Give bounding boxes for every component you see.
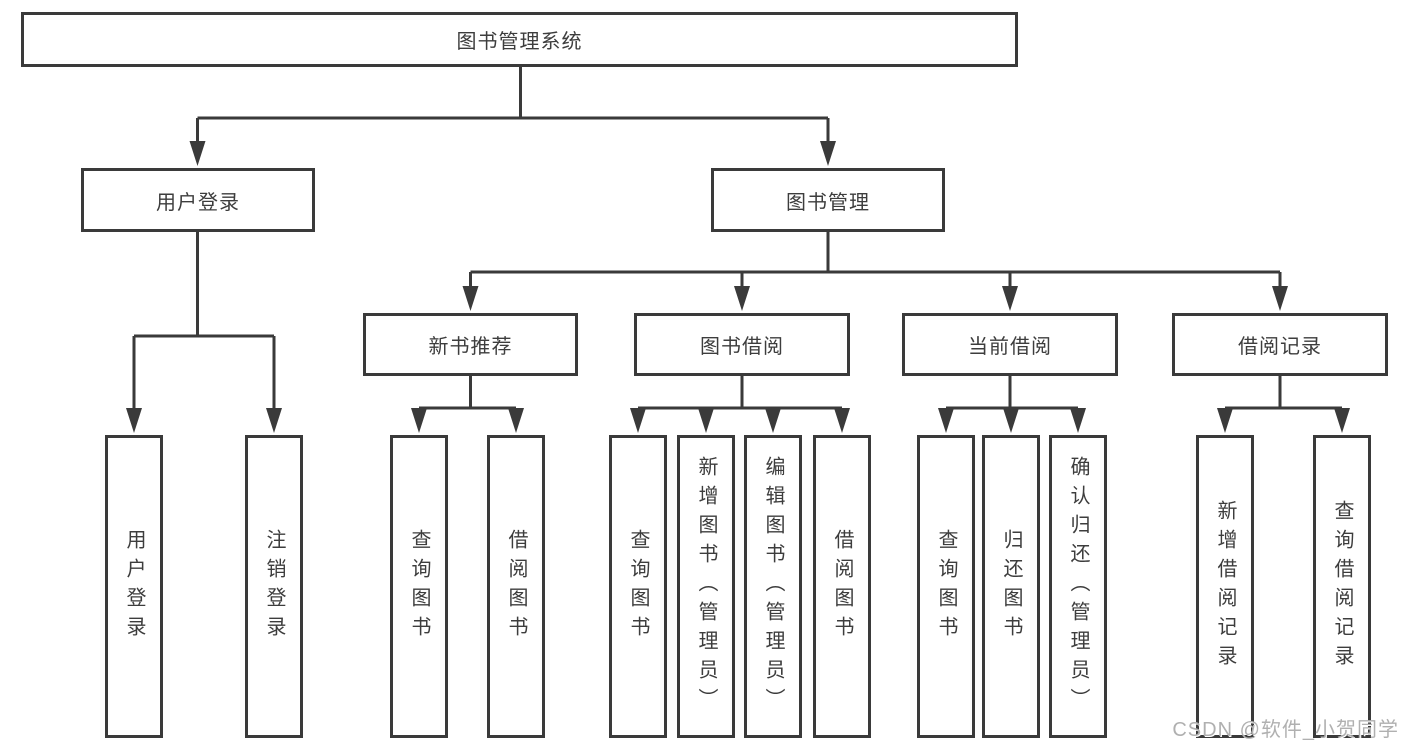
- node-borrowing-records: 借阅记录: [1172, 313, 1388, 376]
- leaf-add-borrow-record: 新增借阅记录: [1196, 435, 1254, 738]
- node-book-borrowing: 图书借阅: [634, 313, 850, 376]
- leaf-user-login: 用户登录: [105, 435, 163, 738]
- leaf-logout: 注销登录: [245, 435, 303, 738]
- leaf-return-books: 归还图书: [982, 435, 1040, 738]
- leaf-edit-book-admin: 编辑图书（管理员）: [744, 435, 802, 738]
- leaf-query-books-recommend: 查询图书: [390, 435, 448, 738]
- node-user-login: 用户登录: [81, 168, 315, 232]
- node-book-management: 图书管理: [711, 168, 945, 232]
- node-new-book-recommendation: 新书推荐: [363, 313, 578, 376]
- leaf-borrow-books-recommend: 借阅图书: [487, 435, 545, 738]
- leaf-query-books-current: 查询图书: [917, 435, 975, 738]
- leaf-query-books-borrowing: 查询图书: [609, 435, 667, 738]
- node-library-management-system: 图书管理系统: [21, 12, 1018, 67]
- csdn-watermark: CSDN @软件_小贺同学: [1172, 719, 1399, 741]
- node-current-borrowing: 当前借阅: [902, 313, 1118, 376]
- leaf-query-borrow-record: 查询借阅记录: [1313, 435, 1371, 738]
- leaf-confirm-return-admin: 确认归还（管理员）: [1049, 435, 1107, 738]
- leaf-borrow-books-borrowing: 借阅图书: [813, 435, 871, 738]
- leaf-add-book-admin: 新增图书（管理员）: [677, 435, 735, 738]
